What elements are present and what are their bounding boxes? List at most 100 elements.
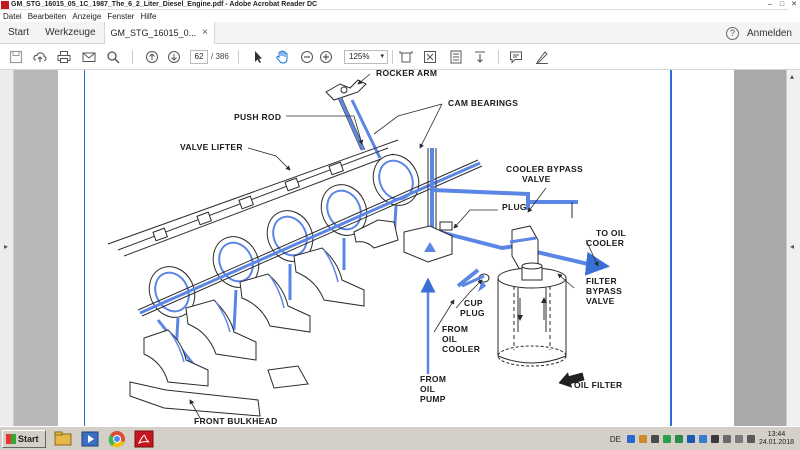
bearing-caps — [129, 365, 309, 417]
label-from-cooler-2: OIL — [442, 334, 458, 344]
explorer-icon[interactable] — [53, 430, 73, 448]
acrobat-reader-icon[interactable] — [134, 430, 154, 448]
security-icon[interactable] — [638, 435, 647, 443]
clock-date: 24.01.2018 — [758, 439, 794, 446]
label-from-pump-1: FROM — [420, 374, 447, 384]
sign-pen-icon[interactable] — [534, 49, 550, 65]
window-controls: – □ ✕ — [764, 0, 800, 10]
email-icon[interactable] — [81, 49, 97, 65]
save-icon[interactable] — [8, 49, 24, 65]
hand-tool-icon[interactable] — [274, 49, 290, 65]
label-to-cooler: COOLER — [586, 238, 625, 248]
right-gutter — [734, 70, 786, 426]
zoom-level-value: 125% — [349, 52, 370, 61]
maximize-button[interactable]: □ — [779, 1, 785, 8]
volume-icon[interactable] — [734, 435, 743, 443]
label-valve-lifter: VALVE LIFTER — [180, 142, 243, 152]
network-icon[interactable] — [626, 435, 635, 443]
chevron-right-icon[interactable]: ▸ — [4, 242, 9, 251]
display-icon[interactable] — [698, 435, 707, 443]
minimize-button[interactable]: – — [768, 1, 772, 8]
search-icon[interactable] — [105, 49, 121, 65]
label-plug: PLUG — [502, 202, 527, 212]
comment-icon[interactable] — [508, 49, 524, 65]
label-oil-filter: OIL FILTER — [574, 380, 623, 390]
title-bar: GM_STG_16015_05_1C_1987_The_6_2_Liter_Di… — [0, 0, 800, 10]
zoom-in-icon[interactable] — [318, 49, 334, 65]
app-tray-icon[interactable] — [650, 435, 659, 443]
print-icon[interactable] — [56, 49, 72, 65]
label-cooler-bypass-valve: VALVE — [522, 174, 551, 184]
taskbar: Start DE 13:44 24.01.2018 — [0, 426, 800, 450]
sign-in-link[interactable]: Anmelden — [746, 27, 792, 39]
main-oil-gallery — [137, 159, 483, 317]
sync-icon[interactable] — [674, 435, 683, 443]
page-total: / 386 — [211, 52, 229, 61]
power-icon[interactable] — [722, 435, 731, 443]
label-push-rod: PUSH ROD — [234, 112, 282, 122]
chrome-icon[interactable] — [107, 430, 127, 448]
menu-item-view[interactable]: Anzeige — [72, 11, 102, 21]
page-number-input[interactable]: 62 — [190, 50, 208, 64]
zoom-out-icon[interactable] — [299, 49, 315, 65]
menu-bar: Datei Bearbeiten Anzeige Fenster Hilfe — [0, 10, 800, 22]
label-rocker-arm: ROCKER ARM — [376, 68, 438, 78]
engine-lubrication-diagram — [107, 73, 610, 419]
clock-time: 13:44 — [767, 431, 786, 438]
vertical-scrollbar[interactable]: ▴ ◂ — [786, 70, 800, 426]
menu-item-window[interactable]: Fenster — [107, 11, 135, 21]
system-clock[interactable]: 13:44 24.01.2018 — [759, 431, 794, 447]
leader-lines — [189, 73, 599, 419]
next-page-icon[interactable] — [166, 49, 182, 65]
bluetooth-icon[interactable] — [686, 435, 695, 443]
help-icon[interactable]: ? — [725, 26, 739, 40]
pdf-page[interactable]: ROCKER ARM PUSH ROD CAM BEARINGS VALVE L… — [58, 68, 736, 426]
label-from-pump-2: OIL — [420, 384, 436, 394]
flag-icon[interactable] — [746, 435, 755, 443]
update-icon[interactable] — [662, 435, 671, 443]
tab-home[interactable]: Start — [8, 26, 30, 38]
zoom-level-select[interactable]: 125% ▾ — [344, 50, 388, 64]
language-indicator[interactable]: DE — [609, 434, 621, 444]
close-tab-icon[interactable]: × — [202, 26, 208, 38]
scroll-up-icon[interactable]: ▴ — [790, 72, 795, 81]
left-panel-toggle[interactable]: ▸ — [0, 70, 14, 426]
page-border-left — [84, 70, 85, 426]
label-cup: CUP — [464, 298, 483, 308]
window-title: GM_STG_16015_05_1C_1987_The_6_2_Liter_Di… — [11, 1, 318, 8]
label-valve: VALVE — [586, 296, 615, 306]
tab-document[interactable]: GM_STG_16015_0... × — [103, 21, 215, 44]
menu-item-help[interactable]: Hilfe — [140, 11, 157, 21]
windows-logo-icon — [6, 433, 16, 444]
label-cam-bearings: CAM BEARINGS — [448, 98, 519, 108]
start-button[interactable]: Start — [2, 429, 46, 448]
previous-page-icon[interactable] — [144, 49, 160, 65]
tab-document-label: GM_STG_16015_0... — [110, 27, 197, 38]
upload-cloud-icon[interactable] — [32, 49, 48, 65]
cooler-bypass-valve — [509, 225, 539, 271]
select-cursor-icon[interactable] — [250, 49, 266, 65]
oil-filter-pointer — [558, 372, 585, 388]
chevron-down-icon: ▾ — [380, 53, 384, 60]
page-view-icon[interactable] — [448, 49, 464, 65]
fit-page-icon[interactable] — [398, 49, 414, 65]
label-bypass: BYPASS — [586, 286, 623, 296]
lifter-blocks — [152, 161, 344, 242]
acrobat-app-icon — [1, 0, 9, 9]
menu-item-file[interactable]: Datei — [3, 11, 22, 21]
tab-tools[interactable]: Werkzeuge — [45, 26, 96, 38]
full-screen-icon[interactable] — [422, 49, 438, 65]
main-bearing-saddles — [143, 219, 399, 387]
chevron-left-icon[interactable]: ◂ — [790, 242, 795, 251]
usb-icon[interactable] — [710, 435, 719, 443]
toolbar: 62 / 386 125% ▾ — [0, 44, 800, 70]
system-tray: DE 13:44 24.01.2018 — [610, 428, 800, 450]
scroll-mode-icon[interactable] — [472, 49, 488, 65]
menu-item-edit[interactable]: Bearbeiten — [27, 11, 67, 21]
plug-block — [403, 221, 453, 263]
label-from-cooler-1: FROM — [442, 324, 469, 334]
label-from-cooler-3: COOLER — [442, 344, 481, 354]
close-button[interactable]: ✕ — [788, 0, 800, 10]
document-area[interactable]: ▸ — [0, 68, 800, 426]
media-player-icon[interactable] — [80, 430, 100, 448]
